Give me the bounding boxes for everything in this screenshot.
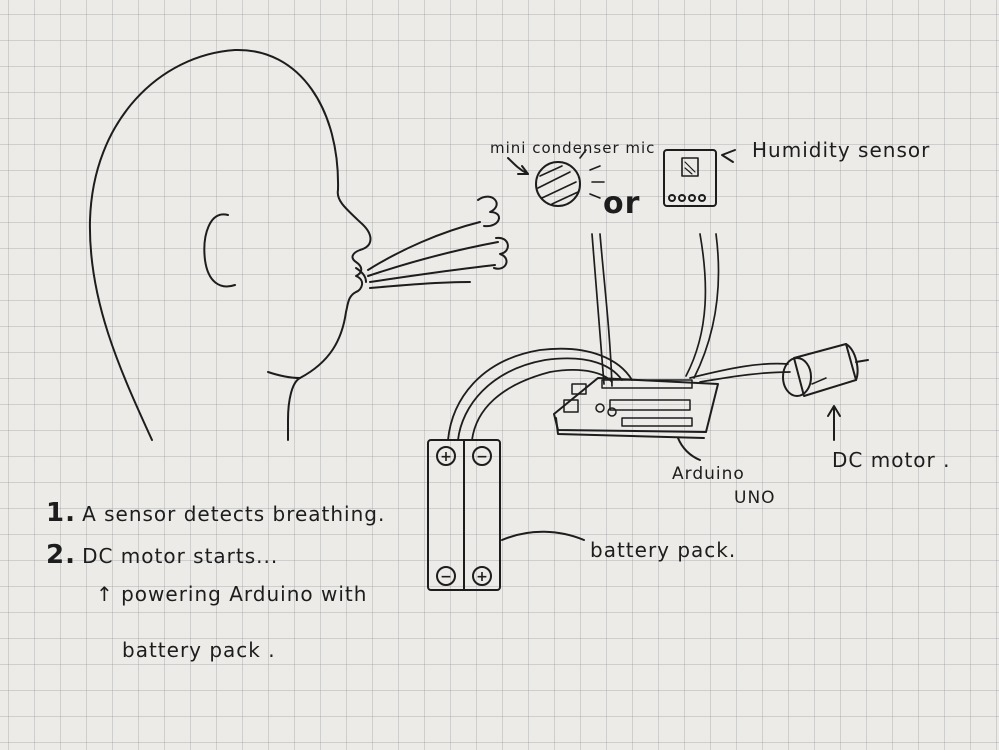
mic-label: mini condenser mic: [490, 139, 656, 157]
battery-label-line: [501, 530, 585, 541]
dc-motor-label: DC motor .: [832, 448, 951, 472]
arduino-label-line: [677, 437, 701, 461]
dc-motor-icon: [782, 343, 869, 441]
step-2-note-line1: ↑ powering Arduino with: [96, 582, 368, 606]
step-2: 2. DC motor starts...: [46, 540, 278, 570]
arduino-label-line2: UNO: [734, 488, 776, 508]
battery-minus-bottom: −: [440, 569, 452, 585]
mouth: [355, 267, 367, 283]
humidity-sensor-icon: [663, 149, 736, 207]
step-1: 1. A sensor detects breathing.: [46, 498, 385, 528]
chin-line: [267, 371, 301, 379]
arduino-label-line1: Arduino: [672, 464, 745, 484]
step-1-number: 1.: [46, 498, 76, 528]
step-1-text: A sensor detects breathing.: [82, 502, 386, 526]
step-2-text: DC motor starts...: [82, 544, 279, 568]
motor-wire: [689, 362, 791, 383]
step-2-note-line2: battery pack .: [122, 638, 276, 662]
battery-minus-top: −: [476, 449, 488, 465]
microphone-icon: [507, 149, 605, 207]
battery-plus-bottom: +: [476, 569, 488, 585]
battery-wires: [447, 347, 633, 441]
sensor-wires: [591, 233, 720, 387]
arduino-board: [553, 377, 719, 439]
step-2-number: 2.: [46, 540, 76, 570]
ear: [203, 213, 236, 288]
humidity-sensor-label: Humidity sensor: [752, 138, 931, 162]
head-outline: [88, 48, 372, 441]
or-label: or: [603, 186, 641, 221]
battery-pack-icon: [427, 439, 501, 591]
battery-plus-top: +: [440, 449, 452, 465]
breath-lines: [367, 195, 509, 289]
battery-pack-label: battery pack.: [590, 538, 737, 562]
